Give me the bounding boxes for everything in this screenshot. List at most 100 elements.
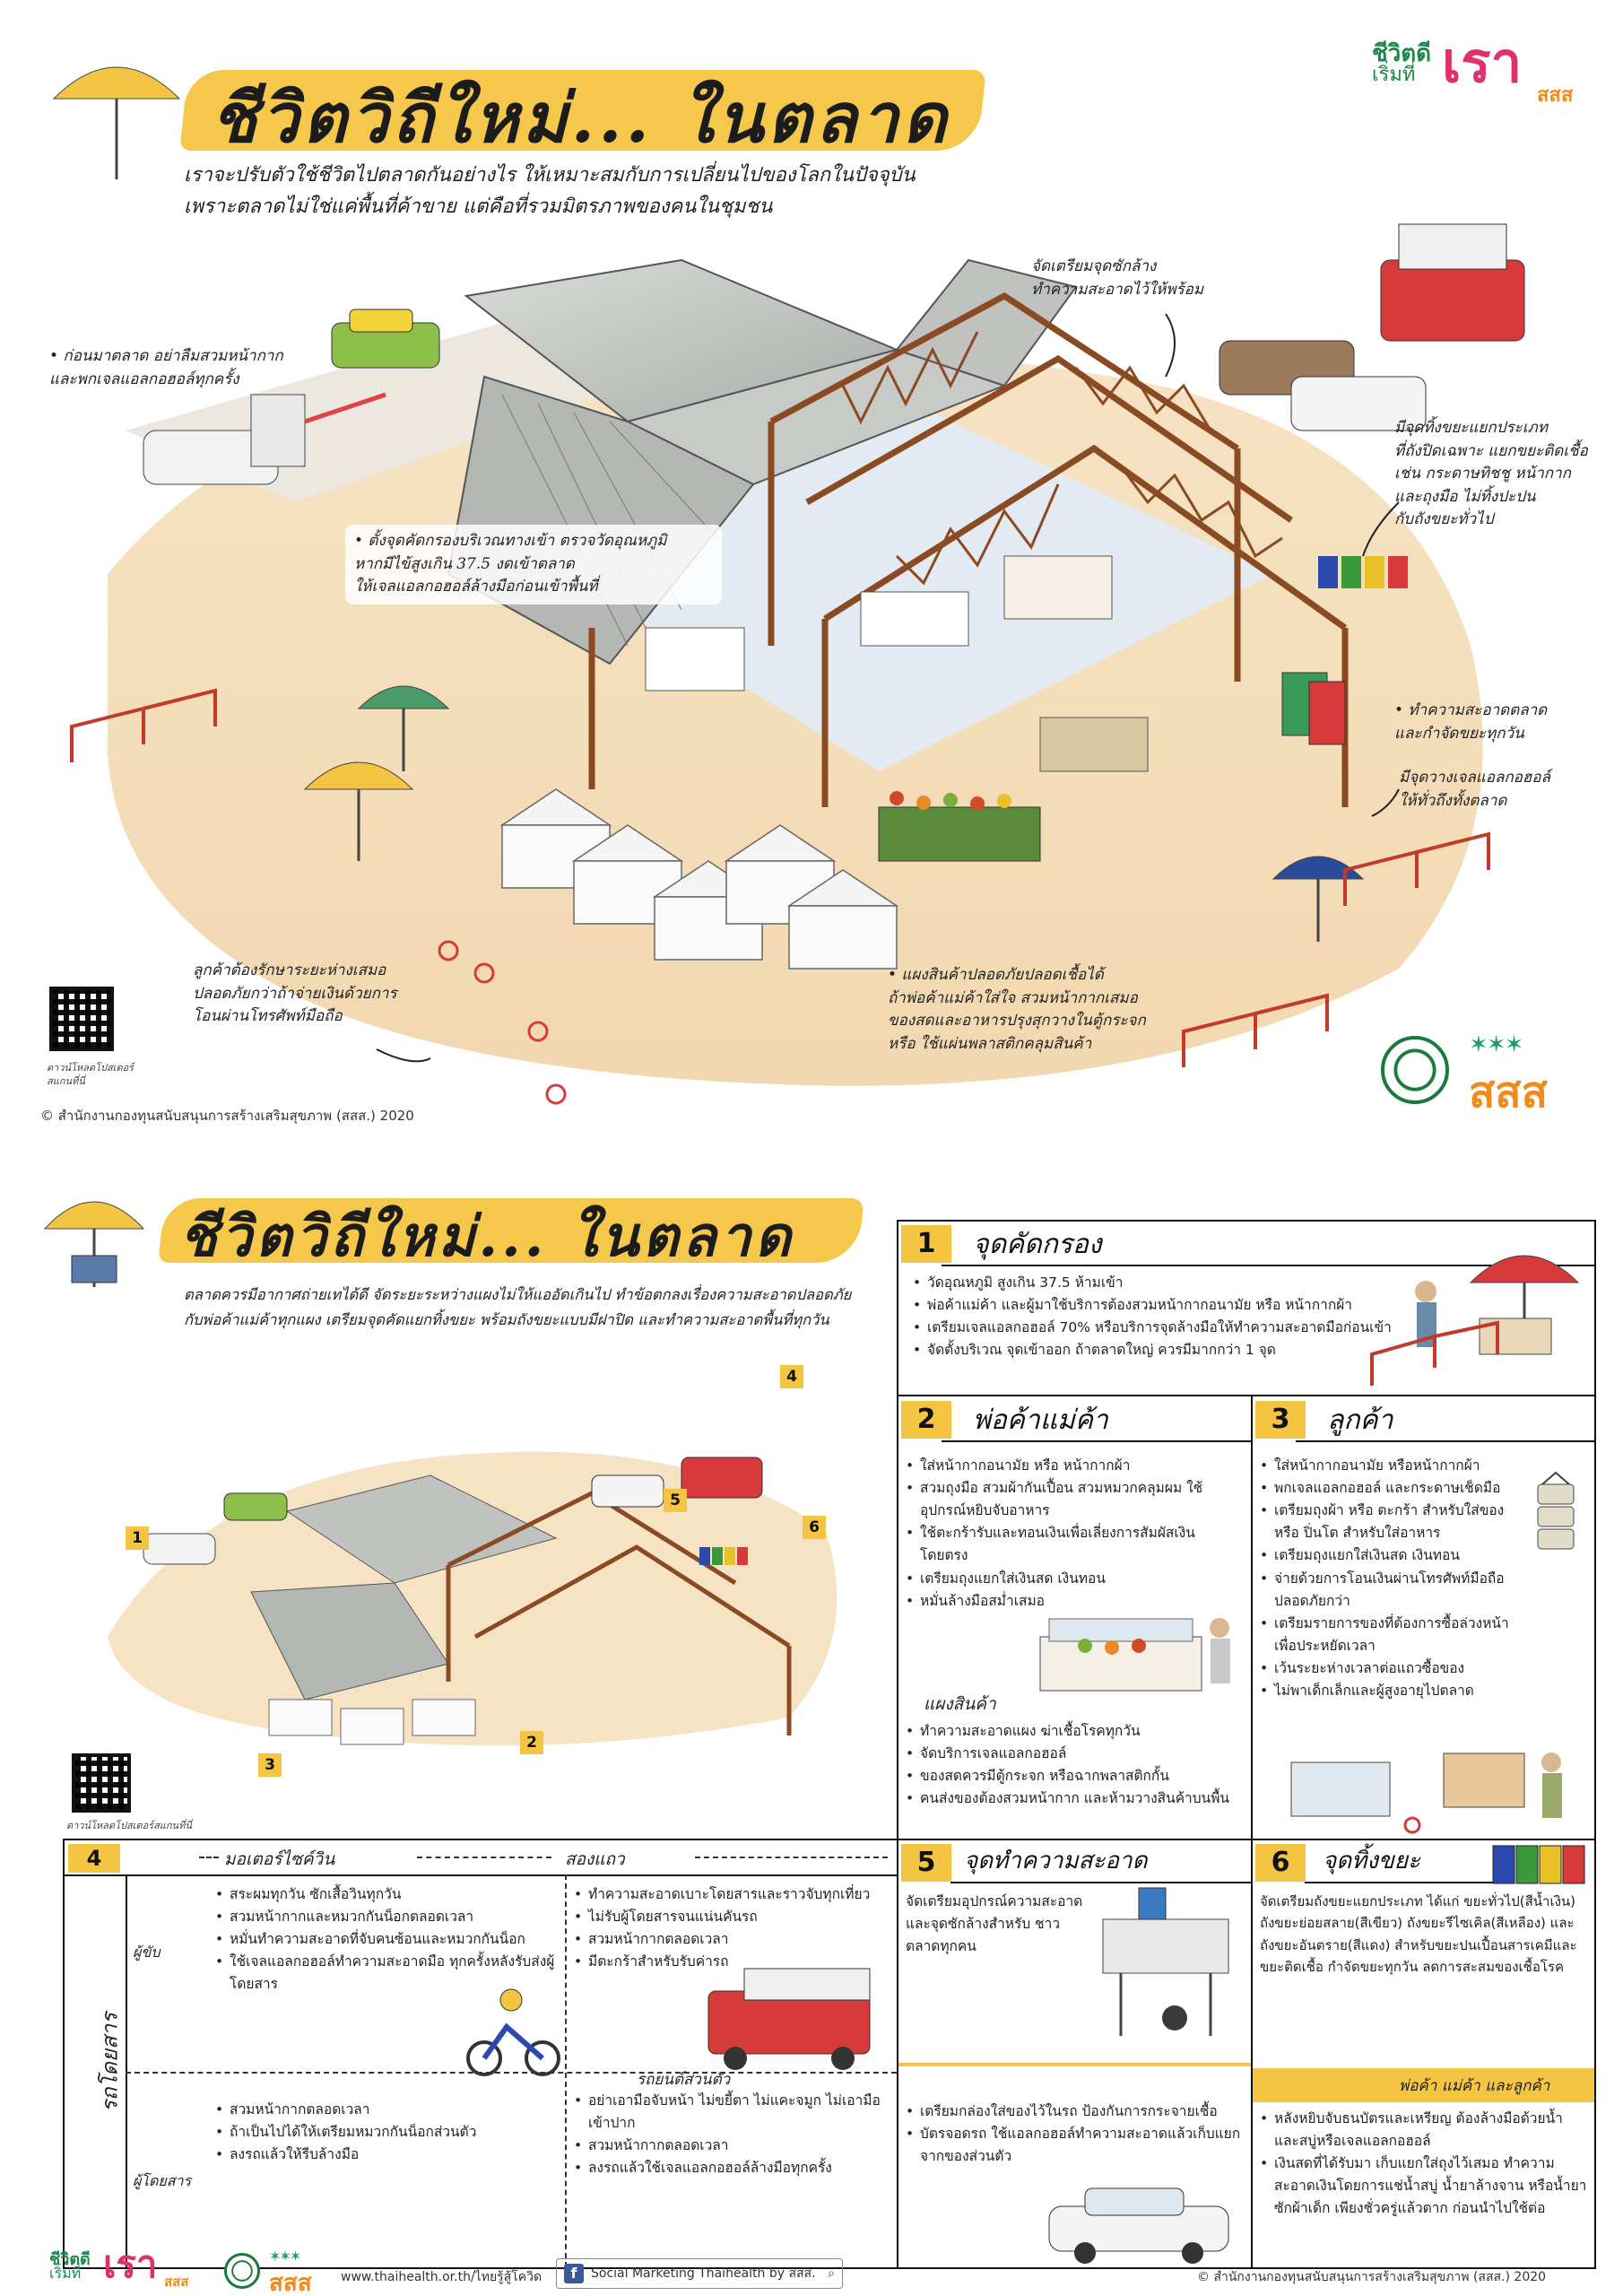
col-songthaew: สองแถว [565, 1849, 625, 1869]
food-carrier-icon [1537, 1471, 1575, 1550]
section-2-title: พ่อค้าแม่ค้า [973, 1405, 1108, 1436]
brand-line-2: เริ่มที่ [1372, 63, 1416, 85]
s1-item: จัดตั้งบริเวณ จุดเข้าออก ถ้าตลาดใหญ่ ควร… [913, 1339, 1415, 1361]
private-car-illustration [1048, 2187, 1229, 2264]
brand-big: เรา [1442, 32, 1523, 94]
moto-driver-item: หมั่นทำความสะอาดที่จับคนซ้อนและหมวกกันน็… [215, 1928, 556, 1951]
section-5-title: จุดทำความสะอาด [964, 1848, 1148, 1874]
private-car-item: บัตรจอดรถ ใช้แอลกอฮอล์ทำความสะอาดแล้วเก็… [906, 2123, 1246, 2168]
s2-item: สวมถุงมือ สวมผ้ากันเปื้อน สวมหมวกคลุมผม … [906, 1477, 1237, 1522]
s2-item: ใส่หน้ากากอนามัย หรือ หน้ากากผ้า [906, 1455, 1237, 1477]
s3-item: เตรียมถุงแยกใส่เงินสด เงินทอน [1260, 1544, 1529, 1567]
s1-item: เตรียมเจลแอลกอฮอล์ 70% หรือบริการจุดล้าง… [913, 1317, 1415, 1339]
section-2-number: 2 [901, 1401, 951, 1439]
sss-logo: ✶✶✶ สสส [1469, 1031, 1548, 1126]
moto-driver-item: สระผมทุกวัน ซักเสื้อวินทุกวัน [215, 1883, 556, 1906]
moto-passenger-item: ลงรถแล้วให้รีบล้างมือ [215, 2144, 556, 2166]
footer-website-link[interactable]: www.thaihealth.or.th/ไทยรู้สู้โควิด [341, 2270, 542, 2284]
panel-intro: ตลาดควรมีอากาศถ่ายเทได้ดี จัดระยะระหว่าง… [184, 1283, 901, 1333]
washing-station-illustration [1102, 1887, 1229, 2036]
section-1-title: จุดคัดกรอง [973, 1229, 1102, 1260]
footer-sss-logo: ✶✶✶ สสส [269, 2248, 312, 2296]
qr-caption-panel: ดาวน์โหลดโปสเตอร์สแกนที่นี่ [66, 1820, 192, 1831]
songthaew-illustration [707, 1968, 871, 2070]
songthaew-driver-list: ทำความสะอาดเบาะโดยสารและราวจับทุกเที่ยว … [574, 1883, 892, 1974]
section-2-subtitle: แผงสินค้า [924, 1694, 996, 1714]
intro-line-2: เพราะตลาดไม่ใช่แค่พื้นที่ค้าขาย แต่คือที… [184, 196, 773, 219]
moph-seal-icon [1381, 1036, 1449, 1104]
footer-facebook-bar[interactable]: f Social Marketing Thaihealth by สสส. ⌕ [556, 2258, 843, 2289]
qr-code-top[interactable] [49, 987, 114, 1051]
s2-item: เตรียมถุงแยกใส่เงินสด เงินทอน [906, 1568, 1237, 1590]
section-3-number: 3 [1255, 1401, 1306, 1439]
songthaew-passenger-item: สวมหน้ากากตลอดเวลา [574, 2135, 892, 2157]
sss-stars-icon: ✶✶✶ [1469, 1031, 1523, 1058]
panel-intro-line-2: กับพ่อค้าแม่ค้าทุกแผง เตรียมจุดคัดแยกทิ้… [184, 1311, 829, 1329]
intro-line-1: เราจะปรับตัวใช้ชีวิตไปตลาดกันอย่างไร ให้… [184, 164, 916, 187]
screening-point-illustration [1370, 1255, 1580, 1386]
annotation-washing: จัดเตรียมจุดซักล้าง ทำความสะอาดไว้ให้พร้… [1031, 257, 1204, 299]
map-badge-3: 3 [258, 1753, 282, 1777]
annotation-distance: ลูกค้าต้องรักษาระยะห่างเสมอ ปลอดภัยกว่าถ… [193, 961, 397, 1025]
sss-logo-text: สสส [1469, 1069, 1548, 1117]
annotation-screening: • ตั้งจุดคัดกรองบริเวณทางเข้า ตรวจวัดอุณ… [345, 525, 722, 604]
s2-item: ใช้ตะกร้ารับและทอนเงินเพื่อเลี่ยงการสัมผ… [906, 1522, 1237, 1567]
brand-sss: สสส [1537, 83, 1574, 106]
s6-sub-item: หลังหยิบจับธนบัตรและเหรียญ ต้องล้างมือด้… [1260, 2108, 1587, 2152]
private-car-label: รถยนต์ส่วนตัว [637, 2071, 731, 2089]
songthaew-passenger-list: อย่าเอามือจับหน้า ไม่ขยี้ตา ไม่แคะจมูก ไ… [574, 2090, 892, 2180]
s3-item: ใส่หน้ากากอนามัย หรือหน้ากากผ้า [1260, 1455, 1529, 1477]
copyright-top: © สำนักงานกองทุนสนับสนุนการสร้างเสริมสุข… [40, 1108, 414, 1124]
moto-passenger-item: ถ้าเป็นไปได้ให้เตรียมหมวกกันน็อกส่วนตัว [215, 2121, 556, 2144]
songthaew-passenger-item: อย่าเอามือจับหน้า ไม่ขยี้ตา ไม่แคะจมูก ไ… [574, 2090, 892, 2135]
vendor-stall-illustration [1039, 1618, 1230, 1692]
songthaew-driver-item: ไม่รับผู้โดยสารจนแน่นคันรถ [574, 1906, 892, 1928]
footer-brand-big: เรา [103, 2243, 158, 2285]
poster-intro: เราจะปรับตัวใช้ชีวิตไปตลาดกันอย่างไร ให้… [184, 160, 1098, 222]
qr-code-panel[interactable] [72, 1753, 131, 1813]
section-6-body: จัดเตรียมถังขยะแยกประเภท ได้แก่ ขยะทั่วไ… [1260, 1893, 1577, 1975]
moto-driver-list: สระผมทุกวัน ซักเสื้อวินทุกวัน สวมหน้ากาก… [215, 1883, 556, 1996]
section-5-body: จัดเตรียมอุปกรณ์ความสะอาด และจุดซักล้างส… [906, 1893, 1083, 1955]
section-6-sub-bar [1253, 2068, 1594, 2102]
motorbike-taxi-illustration [466, 1988, 560, 2076]
row-passenger: ผู้โดยสาร [133, 2172, 192, 2189]
section-2-list: ใส่หน้ากากอนามัย หรือ หน้ากากผ้า สวมถุงม… [906, 1455, 1237, 1613]
footer-brand-line-2: เริ่มที่ [49, 2266, 82, 2282]
poster-title: ชีวิตวิถีใหม่... ในตลาด [211, 78, 950, 158]
facebook-page-name: Social Marketing Thaihealth by สสส. [591, 2266, 816, 2281]
footer-sss-stars-icon: ✶✶✶ [269, 2248, 301, 2265]
map-badge-6: 6 [803, 1516, 826, 1539]
moto-passenger-item: สวมหน้ากากตลอดเวลา [215, 2099, 556, 2121]
s3-item: พกเจลแอลกอฮอล์ และกระดาษเช็ดมือ [1260, 1477, 1529, 1500]
search-icon: ⌕ [828, 2266, 835, 2281]
panel-intro-line-1: ตลาดควรมีอากาศถ่ายเทได้ดี จัดระยะระหว่าง… [184, 1286, 852, 1303]
footer-brand-sss: สสส [164, 2274, 189, 2290]
annotation-clean-daily: • ทำความสะอาดตลาด และกำจัดขยะทุกวัน [1394, 701, 1548, 743]
s6-sub-item: เงินสดที่ได้รับมา เก็บแยกใส่ถุงไว้เสมอ ท… [1260, 2152, 1587, 2220]
panel-title: ชีวิตวิถีใหม่... ในตลาด [179, 1204, 794, 1269]
section-5-number: 5 [901, 1844, 951, 1882]
vendor-umbrella-icon [43, 1201, 145, 1287]
annotation-before-market: • ก่อนมาตลาด อย่าลืมสวมหน้ากาก และพกเจลแ… [49, 347, 283, 388]
private-car-item: เตรียมกล่องใส่ของไว้ในรถ ป้องกันการกระจา… [906, 2100, 1246, 2123]
section-2-sub-list: ทำความสะอาดแผง ฆ่าเชื้อโรคทุกวัน จัดบริก… [906, 1720, 1246, 1811]
map-badge-1: 1 [126, 1526, 149, 1550]
moto-passenger-list: สวมหน้ากากตลอดเวลา ถ้าเป็นไปได้ให้เตรียม… [215, 2099, 556, 2166]
top-poster: ชีวิตวิถีใหม่... ในตลาด เราจะปรับตัวใช้ช… [0, 0, 1623, 1139]
footer-moph-seal-icon [224, 2253, 260, 2289]
col-moto-taxi: มอเตอร์ไซค์วิน [224, 1849, 335, 1869]
s2-sub-item: ของสดควรมีตู้กระจก หรือฉากพลาสติกกั้น [906, 1765, 1246, 1787]
waste-bins-icon [1492, 1845, 1585, 1884]
poster-title-banner: ชีวิตวิถีใหม่... ในตลาด [179, 61, 986, 160]
map-badge-2: 2 [520, 1731, 543, 1754]
section-6-number: 6 [1255, 1844, 1306, 1882]
section-3-list: ใส่หน้ากากอนามัย หรือหน้ากากผ้า พกเจลแอล… [1260, 1455, 1529, 1702]
section-6-sub-list: หลังหยิบจับธนบัตรและเหรียญ ต้องล้างมือด้… [1260, 2108, 1587, 2221]
facebook-icon: f [564, 2264, 584, 2283]
info-panel: ชีวิตวิถีใหม่... ในตลาด ตลาดควรมีอากาศถ่… [0, 1166, 1623, 2296]
s1-item: วัดอุณหภูมิ สูงเกิน 37.5 ห้ามเข้า [913, 1272, 1415, 1294]
customer-queue-illustration [1290, 1752, 1562, 1834]
brand-logo: ชีวิตดี เริ่มที่ เรา สสส [1372, 36, 1587, 117]
section-3-title: ลูกค้า [1327, 1405, 1393, 1436]
